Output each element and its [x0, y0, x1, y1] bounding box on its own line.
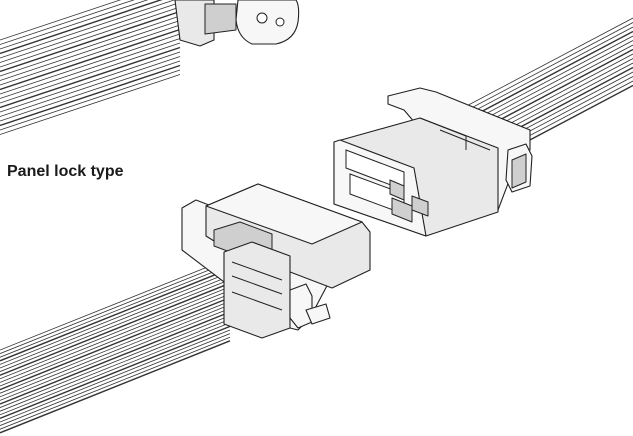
- top-left-wire: [0, 0, 176, 59]
- bottom-wire: [0, 325, 231, 420]
- top-left-wire: [0, 0, 135, 45]
- right-terminal-block-3: [411, 195, 429, 217]
- top-left-wire: [0, 42, 181, 104]
- bottom-wire: [0, 315, 231, 408]
- bottom-wire: [0, 290, 231, 383]
- right-wire: [439, 17, 633, 121]
- top-left-wire: [0, 0, 149, 50]
- bottom-wire: [0, 311, 231, 405]
- bottom-wire: [0, 257, 231, 351]
- top-left-wire: [0, 74, 181, 135]
- bottom-wire: [0, 308, 231, 401]
- top-left-wire: [0, 38, 181, 99]
- bottom-wire: [0, 300, 231, 394]
- panel-lock-connector: [0, 183, 371, 434]
- top-left-wire: [0, 6, 181, 68]
- right-terminal-block-2: [391, 197, 413, 223]
- bottom-wire: [0, 318, 231, 412]
- bottom-wire: [0, 333, 231, 426]
- top-left-connector: [0, 0, 300, 135]
- top-left-latch: [204, 3, 237, 35]
- bottom-wire: [0, 296, 231, 391]
- top-left-wire: [0, 0, 163, 55]
- bottom-wire: [0, 322, 231, 416]
- right-latch-grip: [511, 153, 527, 189]
- top-left-wire: [0, 64, 181, 127]
- top-left-wire: [0, 10, 181, 73]
- top-left-flange: [235, 0, 300, 45]
- top-left-mount-hole-2: [275, 17, 285, 27]
- top-left-wire: [0, 46, 181, 109]
- bottom-wire: [0, 304, 231, 398]
- top-left-wire: [0, 20, 181, 81]
- top-left-ribbon-cable: [0, 0, 181, 135]
- right-connector: [333, 17, 633, 237]
- top-left-wire: [0, 24, 181, 86]
- bottom-wire: [0, 282, 231, 376]
- bottom-wire: [0, 275, 231, 369]
- top-left-wire: [0, 51, 181, 113]
- top-left-housing: [174, 0, 215, 47]
- bottom-wire: [0, 272, 231, 365]
- top-left-wire: [0, 28, 181, 91]
- top-left-wire: [0, 33, 181, 95]
- top-left-wire: [0, 60, 181, 122]
- bottom-wire: [0, 286, 231, 380]
- bottom-wire: [0, 261, 231, 354]
- bottom-wire: [0, 268, 231, 362]
- panel-lock-lower-block: [223, 241, 291, 339]
- top-left-wire: [0, 15, 181, 77]
- bottom-wire: [0, 329, 231, 423]
- bottom-wire: [0, 336, 231, 430]
- bottom-wire: [0, 279, 231, 372]
- top-left-wire: [0, 69, 181, 131]
- bottom-wire: [0, 293, 231, 387]
- bottom-ribbon-cable: [0, 257, 231, 434]
- panel-lock-side-clip: [289, 283, 313, 329]
- bottom-wire: [0, 264, 231, 358]
- panel-lock-caption: Panel lock type: [7, 163, 124, 180]
- top-left-wire: [0, 2, 181, 63]
- right-terminal-block-1: [389, 179, 405, 201]
- top-left-mount-hole: [256, 12, 268, 24]
- top-left-wire: [0, 0, 122, 41]
- panel-lock-top-face: [205, 183, 363, 245]
- bottom-wire: [0, 340, 231, 434]
- panel-lock-foot-tab: [305, 303, 331, 325]
- top-left-wire: [0, 56, 181, 117]
